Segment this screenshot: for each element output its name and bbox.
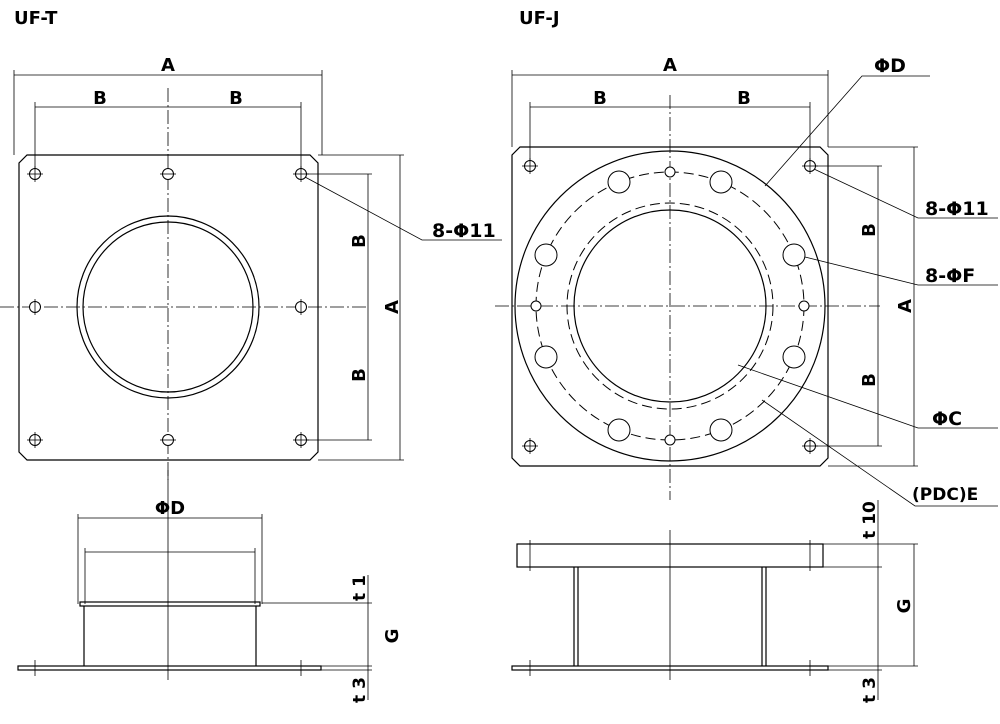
ufj-dim-b-left: B <box>593 88 607 109</box>
ufj-bolt-holes-note: 8-ΦF <box>925 265 975 287</box>
ufj-dim-t10: t 10 <box>860 501 880 539</box>
uft-dim-a-top: A <box>161 55 175 76</box>
ufj-flange-bolt-holes <box>534 170 806 442</box>
uft-side-view: ΦD t 1 G t 3 <box>17 470 403 703</box>
uft-dim-b-lower: B <box>349 368 370 382</box>
ufj-dim-t3: t 3 <box>860 677 880 703</box>
title-uf-t: UF-T <box>14 8 58 29</box>
ufj-dim-b-right: B <box>737 88 751 109</box>
ufj-dim-pdc: (PDC)E <box>912 485 978 505</box>
ufj-dim-g: G <box>894 599 915 614</box>
ufj-dim-c: ΦC <box>932 408 962 430</box>
ufj-dim-a-side: A <box>895 299 916 313</box>
title-uf-j: UF-J <box>519 8 560 29</box>
ufj-plan-view: A B B ΦD 8-Φ11 8-ΦF B B A ΦC (PDC)E <box>495 55 998 507</box>
uft-dim-b-left: B <box>93 88 107 109</box>
uft-dim-t3: t 3 <box>350 677 370 703</box>
ufj-dim-a-top: A <box>663 55 677 76</box>
ufj-pcd-markers <box>530 166 810 446</box>
ufj-corner-holes <box>522 158 818 454</box>
uft-dim-a-side: A <box>382 300 403 314</box>
uft-dim-g: G <box>382 629 403 644</box>
uft-bolt-holes <box>27 166 309 448</box>
ufj-holes-note: 8-Φ11 <box>925 198 989 220</box>
uft-dim-d: ΦD <box>155 498 185 519</box>
ufj-side-view: t 10 G t 3 <box>511 500 918 703</box>
uft-holes-note: 8-Φ11 <box>432 220 496 242</box>
uft-dim-t1: t 1 <box>350 575 370 601</box>
ufj-dim-d: ΦD <box>874 55 906 77</box>
uft-dim-b-right: B <box>229 88 243 109</box>
ufj-dim-b-lower: B <box>859 373 880 387</box>
uft-dim-b-upper: B <box>349 234 370 248</box>
ufj-dim-b-upper: B <box>859 223 880 237</box>
uft-plan-view: A B B B B A 8-Φ11 <box>0 55 502 480</box>
